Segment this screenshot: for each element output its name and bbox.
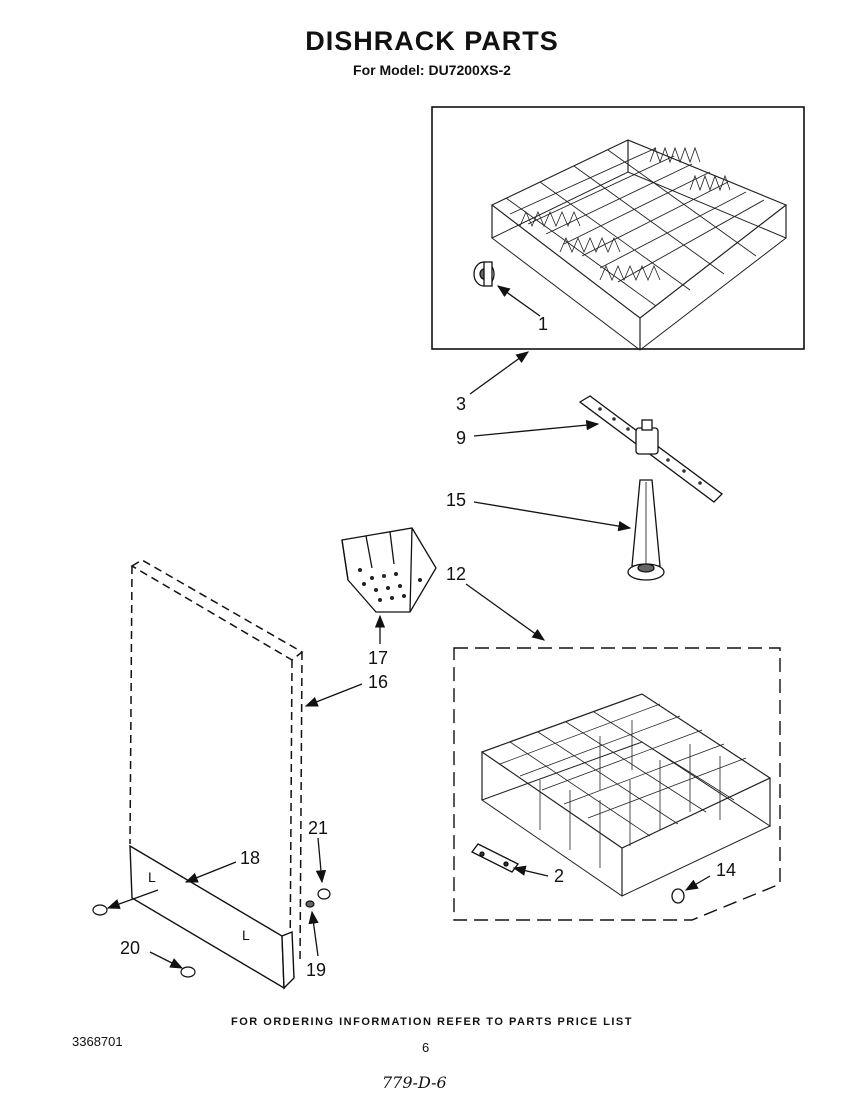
callout-12: 12 — [446, 564, 466, 584]
model-subtitle: For Model: DU7200XS-2 — [353, 62, 511, 78]
callout-17: 17 — [368, 648, 388, 668]
spray-arm — [578, 395, 723, 503]
callout-15: 15 — [446, 490, 466, 510]
callout-1: 1 — [538, 314, 548, 334]
lower-dishrack — [480, 693, 772, 897]
door-panel — [129, 559, 304, 969]
callout-labels: 1 3 9 15 12 17 16 21 18 2 14 20 19 — [120, 314, 736, 980]
page-title: DISHRACK PARTS — [305, 26, 559, 56]
silverware-basket — [341, 527, 437, 613]
upper-dishrack — [490, 139, 788, 351]
svg-text:L: L — [242, 927, 250, 943]
callout-2: 2 — [554, 866, 564, 886]
callout-19: 19 — [306, 960, 326, 980]
callout-21: 21 — [308, 818, 328, 838]
callout-3: 3 — [456, 394, 466, 414]
lower-rack-frame — [453, 647, 781, 921]
callout-14: 14 — [716, 860, 736, 880]
callout-9: 9 — [456, 428, 466, 448]
handwritten-code: 779-D-6 — [382, 1073, 447, 1092]
svg-text:L: L — [148, 869, 156, 885]
nut-washer — [305, 888, 331, 908]
lower-rack-wheel — [671, 888, 685, 904]
kick-panel: L L — [129, 844, 295, 990]
screws — [92, 904, 196, 978]
ordering-note: FOR ORDERING INFORMATION REFER TO PARTS … — [231, 1016, 633, 1028]
rack-wheel — [473, 261, 495, 287]
upper-rack-frame — [431, 106, 805, 350]
spray-tower — [627, 479, 665, 581]
leader-lines — [106, 285, 711, 969]
rack-clip — [471, 843, 519, 873]
page-number: 6 — [422, 1040, 430, 1055]
callout-18: 18 — [240, 848, 260, 868]
callout-16: 16 — [368, 672, 388, 692]
document-number: 3368701 — [72, 1034, 123, 1049]
callout-20: 20 — [120, 938, 140, 958]
